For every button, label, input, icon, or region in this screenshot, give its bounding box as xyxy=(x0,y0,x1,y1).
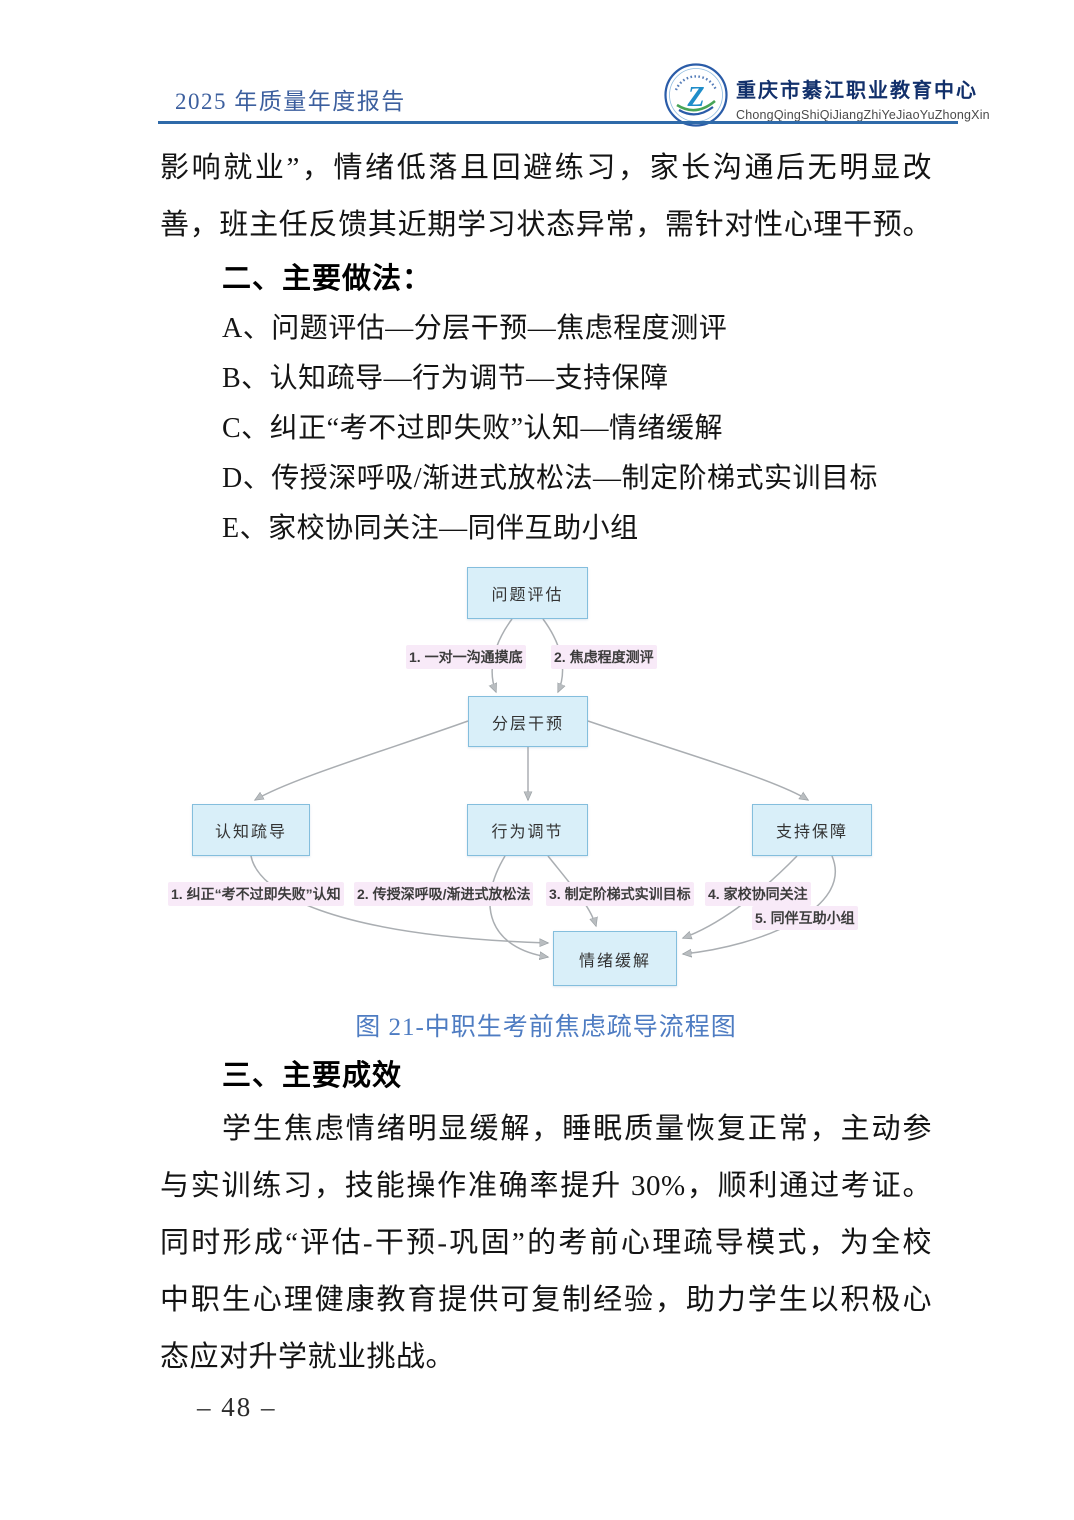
flow-node-cognitive-counseling: 认知疏导 xyxy=(192,804,310,856)
org-pinyin: ChongQingShiQiJiangZhiYeJiaoYuZhongXin xyxy=(736,108,990,122)
header-divider xyxy=(158,121,958,124)
paragraph-line: 善，班主任反馈其近期学习状态异常，需针对性心理干预。 xyxy=(160,209,932,241)
flow-edge-label: 2. 传授深呼吸/渐进式放松法 xyxy=(354,882,534,906)
org-block: 重庆市綦江职业教育中心 ChongQingShiQiJiangZhiYeJiao… xyxy=(736,74,990,122)
org-name: 重庆市綦江职业教育中心 xyxy=(736,80,978,102)
paragraph-line: 与实训练习，技能操作准确率提升 30%，顺利通过考证。 xyxy=(160,1170,932,1202)
logo-letter: Z xyxy=(686,82,704,113)
flow-edge-label: 5. 同伴互助小组 xyxy=(752,906,858,930)
section-heading-results: 三、主要成效 xyxy=(222,1060,403,1092)
flow-edge-label: 1. 一对一沟通摸底 xyxy=(406,645,526,669)
flow-edge-label: 2. 焦虑程度测评 xyxy=(551,645,657,669)
paragraph-line: 学生焦虑情绪明显缓解，睡眠质量恢复正常，主动参 xyxy=(222,1113,932,1145)
flow-edge-label: 3. 制定阶梯式实训目标 xyxy=(546,882,694,906)
paragraph-line: 中职生心理健康教育提供可复制经验，助力学生以积极心 xyxy=(160,1284,932,1316)
section-heading-methods: 二、主要做法： xyxy=(222,263,433,295)
flowchart: 问题评估 分层干预 认知疏导 行为调节 支持保障 情绪缓解 1. 一对一沟通摸底… xyxy=(160,554,920,999)
method-item-b: B、认知疏导—行为调节—支持保障 xyxy=(222,363,669,394)
method-item-d: D、传授深呼吸/渐进式放松法—制定阶梯式实训目标 xyxy=(222,463,879,494)
flow-node-behavior-adjustment: 行为调节 xyxy=(467,804,588,856)
flow-edge-label: 4. 家校协同关注 xyxy=(705,882,811,906)
flow-edge-label: 1. 纠正“考不过即失败”认知 xyxy=(168,882,344,906)
paragraph-line: 态应对升学就业挑战。 xyxy=(160,1341,456,1373)
flow-node-problem-assessment: 问题评估 xyxy=(467,567,588,619)
report-title: 2025 年质量年度报告 xyxy=(175,89,406,114)
paragraph-line: 影响就业”，情绪低落且回避练习，家长沟通后无明显改 xyxy=(160,152,932,184)
page-number: – 48 – xyxy=(197,1392,277,1422)
flow-node-tiered-intervention: 分层干预 xyxy=(468,696,588,747)
method-item-e: E、家校协同关注—同伴互助小组 xyxy=(222,513,639,544)
paragraph-line: 同时形成“评估-干预-巩固”的考前心理疏导模式，为全校 xyxy=(160,1227,932,1259)
method-item-c: C、纠正“考不过即失败”认知—情绪缓解 xyxy=(222,413,724,444)
school-logo: Z xyxy=(664,63,728,127)
document-content: 影响就业”，情绪低落且回避练习，家长沟通后无明显改 善，班主任反馈其近期学习状态… xyxy=(160,140,932,1386)
flow-node-support-guarantee: 支持保障 xyxy=(752,804,872,856)
flow-node-emotion-relief: 情绪缓解 xyxy=(553,931,677,986)
method-item-a: A、问题评估—分层干预—焦虑程度测评 xyxy=(222,313,728,344)
figure-caption: 图 21-中职生考前焦虑疏导流程图 xyxy=(355,1014,737,1041)
flow-arrows xyxy=(250,618,836,999)
